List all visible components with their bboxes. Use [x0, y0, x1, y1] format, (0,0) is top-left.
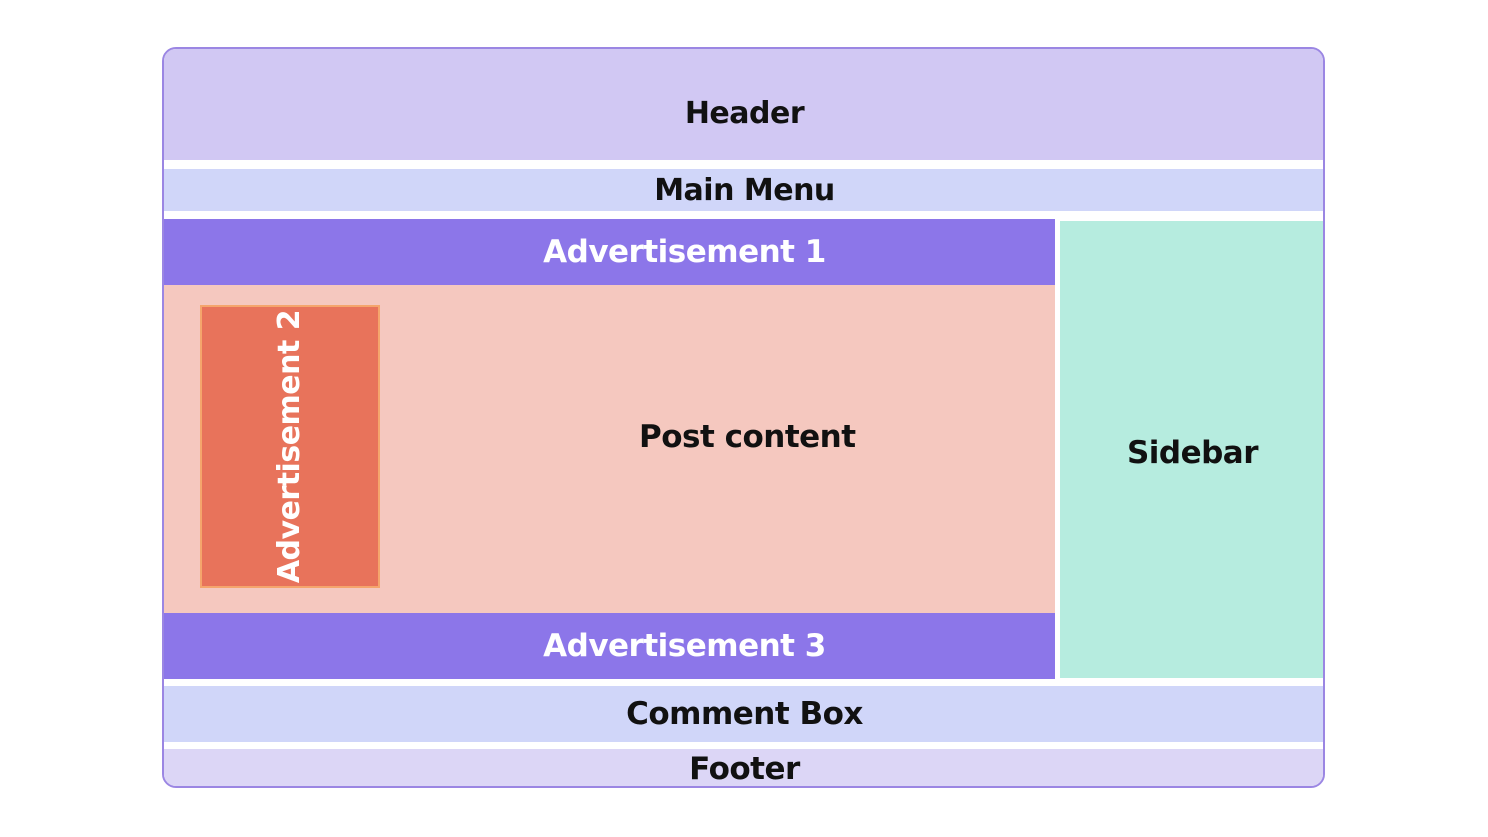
post-content-label: Post content [639, 419, 856, 455]
advertisement-1-block: Advertisement 1 [164, 219, 1055, 285]
sidebar-block: Sidebar [1060, 221, 1323, 678]
comment-box-block: Comment Box [164, 686, 1323, 742]
post-content-block: Advertisement 2 Post content [164, 285, 1055, 613]
main-menu-label: Main Menu [654, 172, 835, 208]
header-block: Header [164, 49, 1323, 160]
header-label: Header [684, 96, 805, 131]
advertisement-3-label: Advertisement 3 [543, 628, 826, 664]
advertisement-3-block: Advertisement 3 [164, 613, 1055, 679]
page-layout-frame: Header Main Menu Advertisement 1 Adverti… [162, 47, 1325, 788]
comment-box-label: Comment Box [626, 696, 863, 732]
footer-label: Footer [689, 750, 800, 787]
advertisement-2-label: Advertisement 2 [272, 309, 308, 584]
advertisement-1-label: Advertisement 1 [543, 234, 826, 270]
sidebar-label: Sidebar [1126, 434, 1259, 471]
footer-block: Footer [164, 749, 1323, 787]
main-menu-block: Main Menu [164, 169, 1323, 211]
advertisement-2-block: Advertisement 2 [200, 305, 380, 588]
